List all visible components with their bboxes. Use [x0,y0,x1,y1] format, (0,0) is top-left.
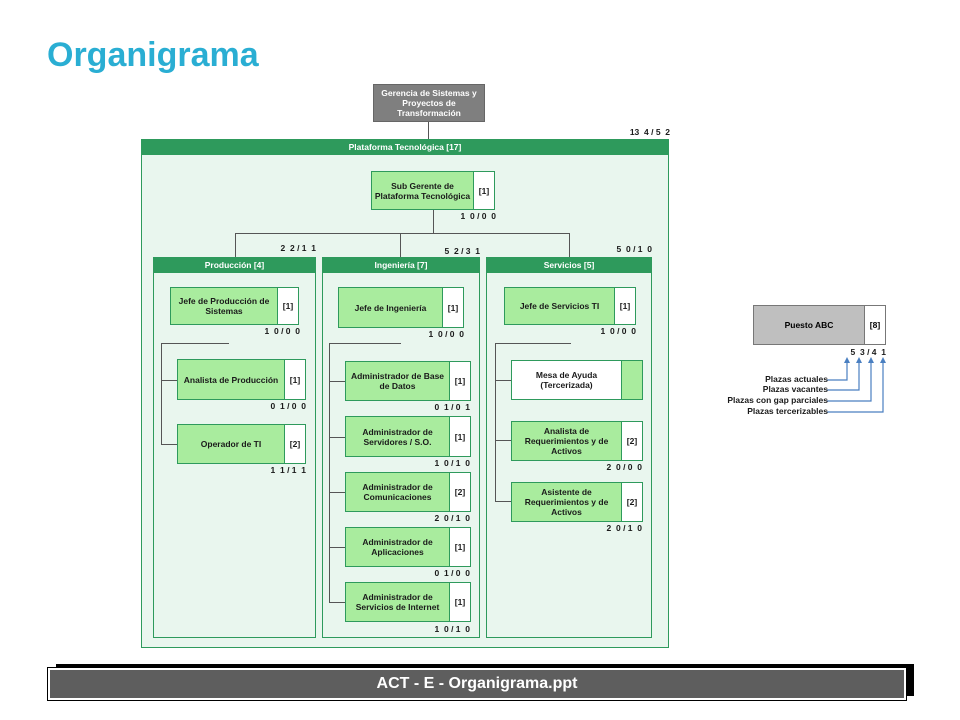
node-stats: 2 0 / 0 0 [606,462,642,472]
legend-label: Plazas tercerizables [747,406,828,416]
servicios-header: Servicios [5] [487,258,651,273]
admin-comunicaciones-node: Administrador de Comunicaciones [2] [345,472,471,512]
connector [495,343,496,501]
platform-stats: 13 4 / 5 2 [629,127,670,137]
connector [329,492,346,493]
jefe-ingenieria-node: Jefe de Ingeniería [1] [338,287,464,328]
connector [495,343,571,344]
node-name: Operador de TI [200,439,262,449]
node-name: Analista de Producción [183,374,279,385]
subgerente-stats: 1 0 / 0 0 [460,211,496,221]
gerencia-box: Gerencia de Sistemas y Proyectos de Tran… [373,84,485,122]
legend-label: Plazas vacantes [762,384,828,394]
connector [495,380,512,381]
node-stats: 2 0 / 1 0 [434,513,470,523]
connector [329,343,330,602]
node-stats: 2 0 / 1 0 [606,523,642,533]
connector [569,233,570,257]
node-count: [1] [277,288,298,324]
legend-label: Plazas con gap parciales [727,395,828,405]
connector [329,437,346,438]
legend-stats: 5 3 / 4 1 [850,347,886,357]
node-count: [1] [284,360,305,399]
connector [400,233,401,257]
node-stats: 1 1 / 1 1 [270,465,306,475]
node-count: [1] [442,288,463,327]
node-count: [1] [473,172,494,209]
operador-ti-node: Operador de TI [2] [177,424,306,464]
connector [428,122,429,139]
legend-label: Plazas actuales [765,374,828,384]
node-count: [1] [449,583,470,621]
node-stats: 1 0 / 0 0 [264,326,300,336]
node-name: Jefe de Ingeniería [354,302,427,313]
node-count: [1] [449,417,470,456]
legend-arrows [827,357,886,413]
node-count: [2] [621,422,642,460]
analista-produccion-node: Analista de Producción [1] [177,359,306,400]
connector [161,343,162,444]
connector [329,602,346,603]
node-count: [1] [449,528,470,566]
node-name: Mesa de Ayuda (Tercerizada) [512,361,621,399]
node-count [621,361,642,399]
node-stats: 1 0 / 1 0 [434,624,470,634]
legend-name: Puesto ABC [754,306,864,344]
produccion-stats: 2 2 / 1 1 [280,243,316,253]
legend-count: [8] [864,306,885,344]
produccion-header: Producción [4] [154,258,315,273]
jefe-servicios-node: Jefe de Servicios TI [1] [504,287,636,325]
servicios-stats: 5 0 / 1 0 [616,244,652,254]
node-name: Jefe de Servicios TI [519,301,600,311]
admin-servidores-node: Administrador de Servidores / S.O. [1] [345,416,471,457]
legend-box: Puesto ABC [8] [753,305,886,345]
admin-bd-node: Administrador de Base de Datos [1] [345,361,471,401]
connector [329,381,346,382]
node-stats: 0 1 / 0 0 [434,568,470,578]
connector [433,210,434,233]
connector [495,440,512,441]
node-name: Administrador de Servicios de Internet [355,592,440,612]
node-count: [2] [449,473,470,511]
node-stats: 0 1 / 0 0 [270,401,306,411]
admin-internet-node: Administrador de Servicios de Internet [… [345,582,471,622]
node-stats: 1 0 / 0 0 [428,329,464,339]
node-count: [1] [614,288,635,324]
node-name: Administrador de Base de Datos [350,371,445,391]
node-name: Jefe de Producción de Sistemas [178,296,270,316]
mesa-ayuda-node: Mesa de Ayuda (Tercerizada) [511,360,643,400]
node-count: [1] [449,362,470,400]
node-name: Asistente de Requerimientos y de Activos [524,487,609,517]
asistente-requerimientos-node: Asistente de Requerimientos y de Activos… [511,482,643,522]
connector [329,547,346,548]
node-stats: 1 0 / 0 0 [600,326,636,336]
page-title: Organigrama [47,36,259,74]
node-name: Analista de Requerimientos y de Activos [524,426,609,456]
node-count: [2] [284,425,305,463]
connector [161,444,178,445]
node-stats: 0 1 / 0 1 [434,402,470,412]
ingenieria-stats: 5 2 / 3 1 [444,246,480,256]
jefe-produccion-node: Jefe de Producción de Sistemas [1] [170,287,299,325]
node-name: Administrador de Comunicaciones [362,482,433,502]
node-count: [2] [621,483,642,521]
footer-bar: ACT - E - Organigrama.ppt [47,667,907,701]
connector [235,233,570,234]
connector [329,343,401,344]
node-name: Administrador de Aplicaciones [362,537,433,557]
connector [235,233,236,257]
connector [161,380,178,381]
node-name: Sub Gerente de Plataforma Tecnológica [374,180,471,201]
subgerente-node: Sub Gerente de Plataforma Tecnológica [1… [371,171,495,210]
connector [495,501,512,502]
ingenieria-header: Ingeniería [7] [323,258,479,273]
admin-aplicaciones-node: Administrador de Aplicaciones [1] [345,527,471,567]
node-name: Administrador de Servidores / S.O. [362,426,433,447]
analista-requerimientos-node: Analista de Requerimientos y de Activos … [511,421,643,461]
connector [161,343,229,344]
platform-header: Plataforma Tecnológica [17] [142,140,668,155]
node-stats: 1 0 / 1 0 [434,458,470,468]
